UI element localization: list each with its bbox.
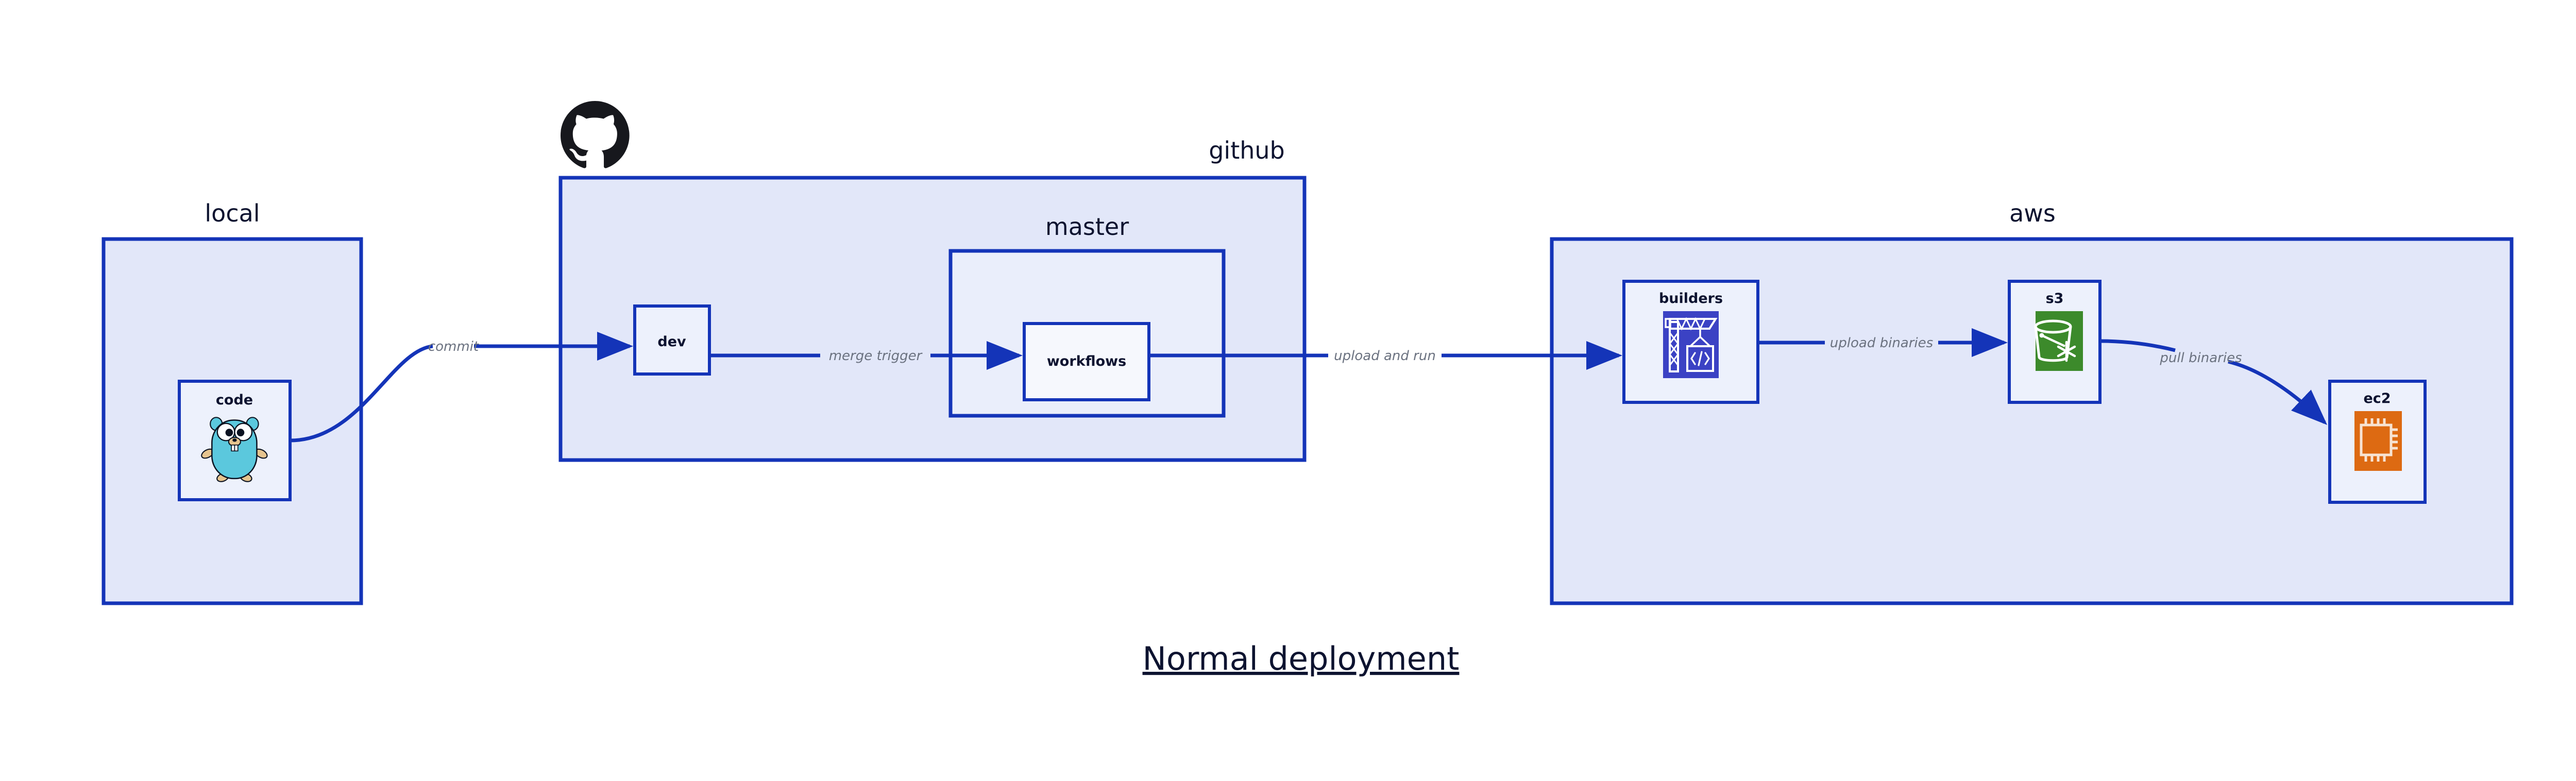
edge-upload-and-run: upload and run (1149, 341, 1622, 370)
node-workflows-box[interactable] (1023, 322, 1150, 401)
github-octocat-icon (561, 101, 630, 168)
cpu-chip-icon (2354, 411, 2402, 471)
edge-upload-binaries-label: upload binaries (1830, 335, 1933, 351)
edge-pull-binaries-arrow (2228, 360, 2328, 425)
go-gopher-icon (201, 417, 268, 482)
edge-upload-and-run-label: upload and run (1334, 348, 1436, 364)
edge-merge-trigger: merge trigger (709, 341, 1023, 370)
edge-commit: commit (290, 332, 633, 443)
edge-pull-binaries: pull binaries (2099, 339, 2328, 425)
edge-merge-trigger-label: merge trigger (829, 348, 923, 364)
crane-code-icon (1663, 311, 1719, 378)
node-code-label: code (216, 392, 253, 408)
edge-pull-binaries-label: pull binaries (2159, 350, 2242, 366)
s3-bucket-icon (2034, 311, 2083, 371)
node-dev-box[interactable] (633, 304, 711, 376)
node-builders-label: builders (1659, 291, 1723, 307)
group-master-label: master (1045, 213, 1129, 241)
node-s3-label: s3 (2046, 291, 2064, 307)
group-local-label: local (205, 199, 260, 227)
edge-pull-binaries-line-a (2099, 339, 2176, 352)
node-ec2-label: ec2 (2363, 390, 2391, 406)
edge-upload-binaries: upload binaries (1758, 328, 2008, 357)
node-s3[interactable]: s3 (2008, 280, 2102, 404)
diagram-title: Normal deployment (1143, 640, 1460, 677)
node-builders[interactable]: builders (1622, 280, 1759, 404)
node-dev-label: dev (657, 334, 686, 350)
node-workflows[interactable]: workflows (1023, 322, 1150, 401)
group-github-label: github (1209, 137, 1285, 164)
node-ec2[interactable]: ec2 (2328, 380, 2427, 504)
edge-commit-label: commit (428, 339, 479, 354)
node-workflows-label: workflows (1047, 353, 1126, 369)
group-aws-label: aws (2009, 199, 2056, 227)
edge-commit-line (290, 344, 433, 443)
node-code[interactable]: code (178, 380, 292, 501)
node-dev[interactable]: dev (633, 304, 711, 376)
